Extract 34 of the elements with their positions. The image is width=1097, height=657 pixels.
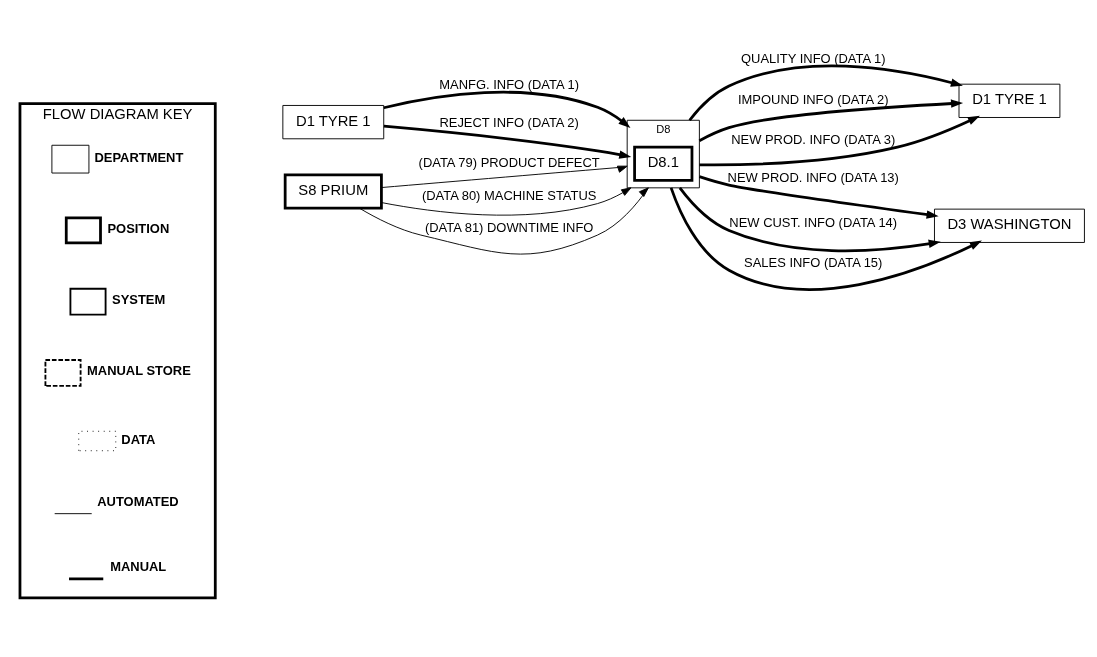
arrow xyxy=(698,174,939,219)
edge-label: NEW CUST. INFO (DATA 14) xyxy=(729,214,898,230)
node-box: D3 WASHINGTON xyxy=(934,208,1085,243)
edge-label: QUALITY INFO (DATA 1) xyxy=(740,50,886,66)
legend-label: DEPARTMENT xyxy=(94,149,184,165)
node-box: D1 TYRE 1 xyxy=(282,104,385,139)
arrow xyxy=(359,186,649,255)
edge-label: REJECT INFO (DATA 2) xyxy=(439,114,579,130)
edge-label: IMPOUND INFO (DATA 2) xyxy=(737,91,889,107)
arrow xyxy=(383,124,632,159)
legend-label: MANUAL STORE xyxy=(87,362,191,378)
edge-label: NEW PROD. INFO (DATA 3) xyxy=(731,131,896,147)
arrow xyxy=(381,186,632,216)
legend-label: MANUAL xyxy=(110,558,167,574)
arrow xyxy=(688,64,963,121)
arrow xyxy=(678,186,941,252)
edge-label: (DATA 81) DOWNTIME INFO xyxy=(424,219,594,235)
node-box: D1 TYRE 1 xyxy=(958,83,1061,118)
node-box: S8 PRIUM xyxy=(283,173,383,210)
edge-label: (DATA 80) MACHINE STATUS xyxy=(421,187,597,203)
edge-label: NEW PROD. INFO (DATA 13) xyxy=(727,169,899,185)
edge-label: SALES INFO (DATA 15) xyxy=(744,254,883,270)
legend-label: AUTOMATED xyxy=(97,493,179,509)
edge-label: (DATA 79) PRODUCT DEFECT xyxy=(418,154,600,170)
legend-label: DATA xyxy=(121,431,156,446)
node-box: D8.1 xyxy=(633,145,694,182)
legend-label: SYSTEM xyxy=(112,291,166,307)
edge-label: MANFG. INFO (DATA 1) xyxy=(439,76,579,92)
arrow xyxy=(383,90,631,128)
arrow xyxy=(669,186,982,291)
arrow xyxy=(698,98,964,142)
legend-label: POSITION xyxy=(107,220,170,236)
arrow xyxy=(381,165,628,188)
arrow xyxy=(699,115,980,166)
